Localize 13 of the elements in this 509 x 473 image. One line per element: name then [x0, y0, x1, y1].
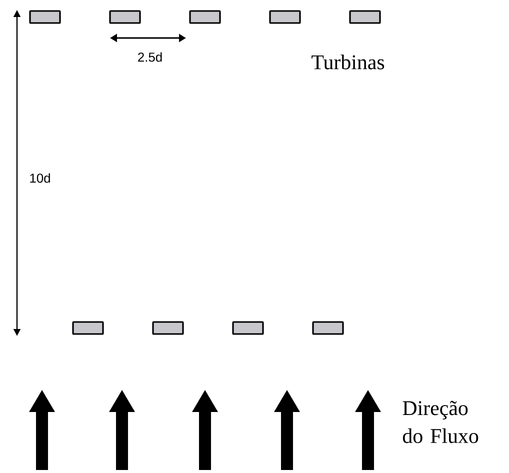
flow-label: Direção do Fluxo	[402, 400, 478, 444]
turbine-box	[29, 10, 61, 24]
dimension-label: 10d	[30, 173, 50, 183]
turbine-box	[152, 321, 184, 335]
turbine-box	[349, 10, 381, 24]
turbine-box	[109, 10, 141, 24]
dimension-label: 2.5d	[138, 52, 162, 62]
turbine-label: Turbinas	[312, 54, 384, 70]
turbine-box	[232, 321, 264, 335]
turbine-box	[269, 10, 301, 24]
turbine-box	[72, 321, 104, 335]
turbine-box	[312, 321, 344, 335]
turbine-box	[189, 10, 221, 24]
